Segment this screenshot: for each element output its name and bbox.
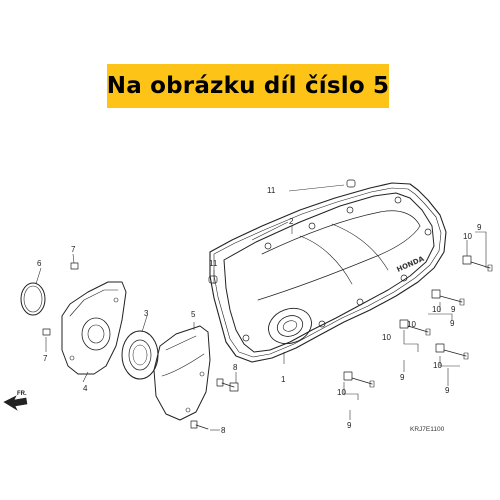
- bolt-8a: [216, 378, 235, 388]
- inner-plate-part-4: [61, 281, 127, 375]
- callout-10-c: 10: [382, 333, 391, 342]
- callout-7b: 7: [43, 354, 48, 363]
- seal-part-3: [121, 330, 159, 380]
- dowel-11b: [208, 275, 218, 284]
- callout-9-a: 9: [477, 223, 482, 232]
- callout-6: 6: [37, 259, 42, 268]
- cover-brand-mark: HONDA: [396, 255, 426, 274]
- direction-label: FR.: [17, 391, 27, 397]
- front-direction-arrow: [3, 395, 28, 411]
- callout-labels: 1 2 3 4 5 6 7 7 8 8 11 11 10 9 10 9 10 9…: [37, 186, 482, 435]
- drawing-code: KRJ7E1100: [410, 426, 445, 433]
- callout-7a: 7: [71, 245, 76, 254]
- callout-11a: 11: [267, 186, 276, 195]
- callout-9-c: 9: [400, 373, 405, 382]
- callout-5: 5: [191, 310, 196, 319]
- part-number-banner: Na obrázku díl číslo 5: [107, 64, 389, 108]
- bolt-set-d: [435, 343, 469, 360]
- bolt-set-a: [462, 255, 493, 272]
- callout-8b: 8: [221, 426, 226, 435]
- callout-9-d: 9: [445, 386, 450, 395]
- o-ring-part-6: [20, 282, 46, 316]
- callout-11b: 11: [209, 259, 218, 268]
- callout-10-d: 10: [433, 361, 442, 370]
- banner-text: Na obrázku díl číslo 5: [106, 73, 390, 99]
- leader-lines: [35, 184, 487, 431]
- bolt-set-f: [229, 382, 239, 392]
- callout-9-f: 9: [451, 305, 456, 314]
- callout-8a: 8: [233, 363, 238, 372]
- nut-7a: [70, 262, 79, 270]
- callout-4: 4: [83, 384, 88, 393]
- dowel-11a: [346, 179, 356, 188]
- bolt-set-e: [343, 371, 375, 388]
- bolt-set-b: [431, 289, 465, 306]
- callout-9-e: 9: [347, 421, 352, 430]
- callout-9-b: 9: [450, 319, 455, 328]
- bolt-set-c: [399, 319, 431, 336]
- callout-10-b: 10: [432, 305, 441, 314]
- gasket-part-2: [209, 182, 447, 363]
- bolt-8b: [190, 420, 209, 430]
- callout-3: 3: [144, 309, 149, 318]
- callout-10-e: 10: [337, 388, 346, 397]
- cover-part-1: [223, 192, 435, 353]
- outer-cover-part-5: [153, 325, 211, 421]
- callout-1: 1: [281, 375, 286, 384]
- nut-7b: [42, 328, 51, 336]
- callout-10-f: 10: [407, 320, 416, 329]
- callout-10-a: 10: [463, 232, 472, 241]
- callout-2: 2: [289, 217, 294, 226]
